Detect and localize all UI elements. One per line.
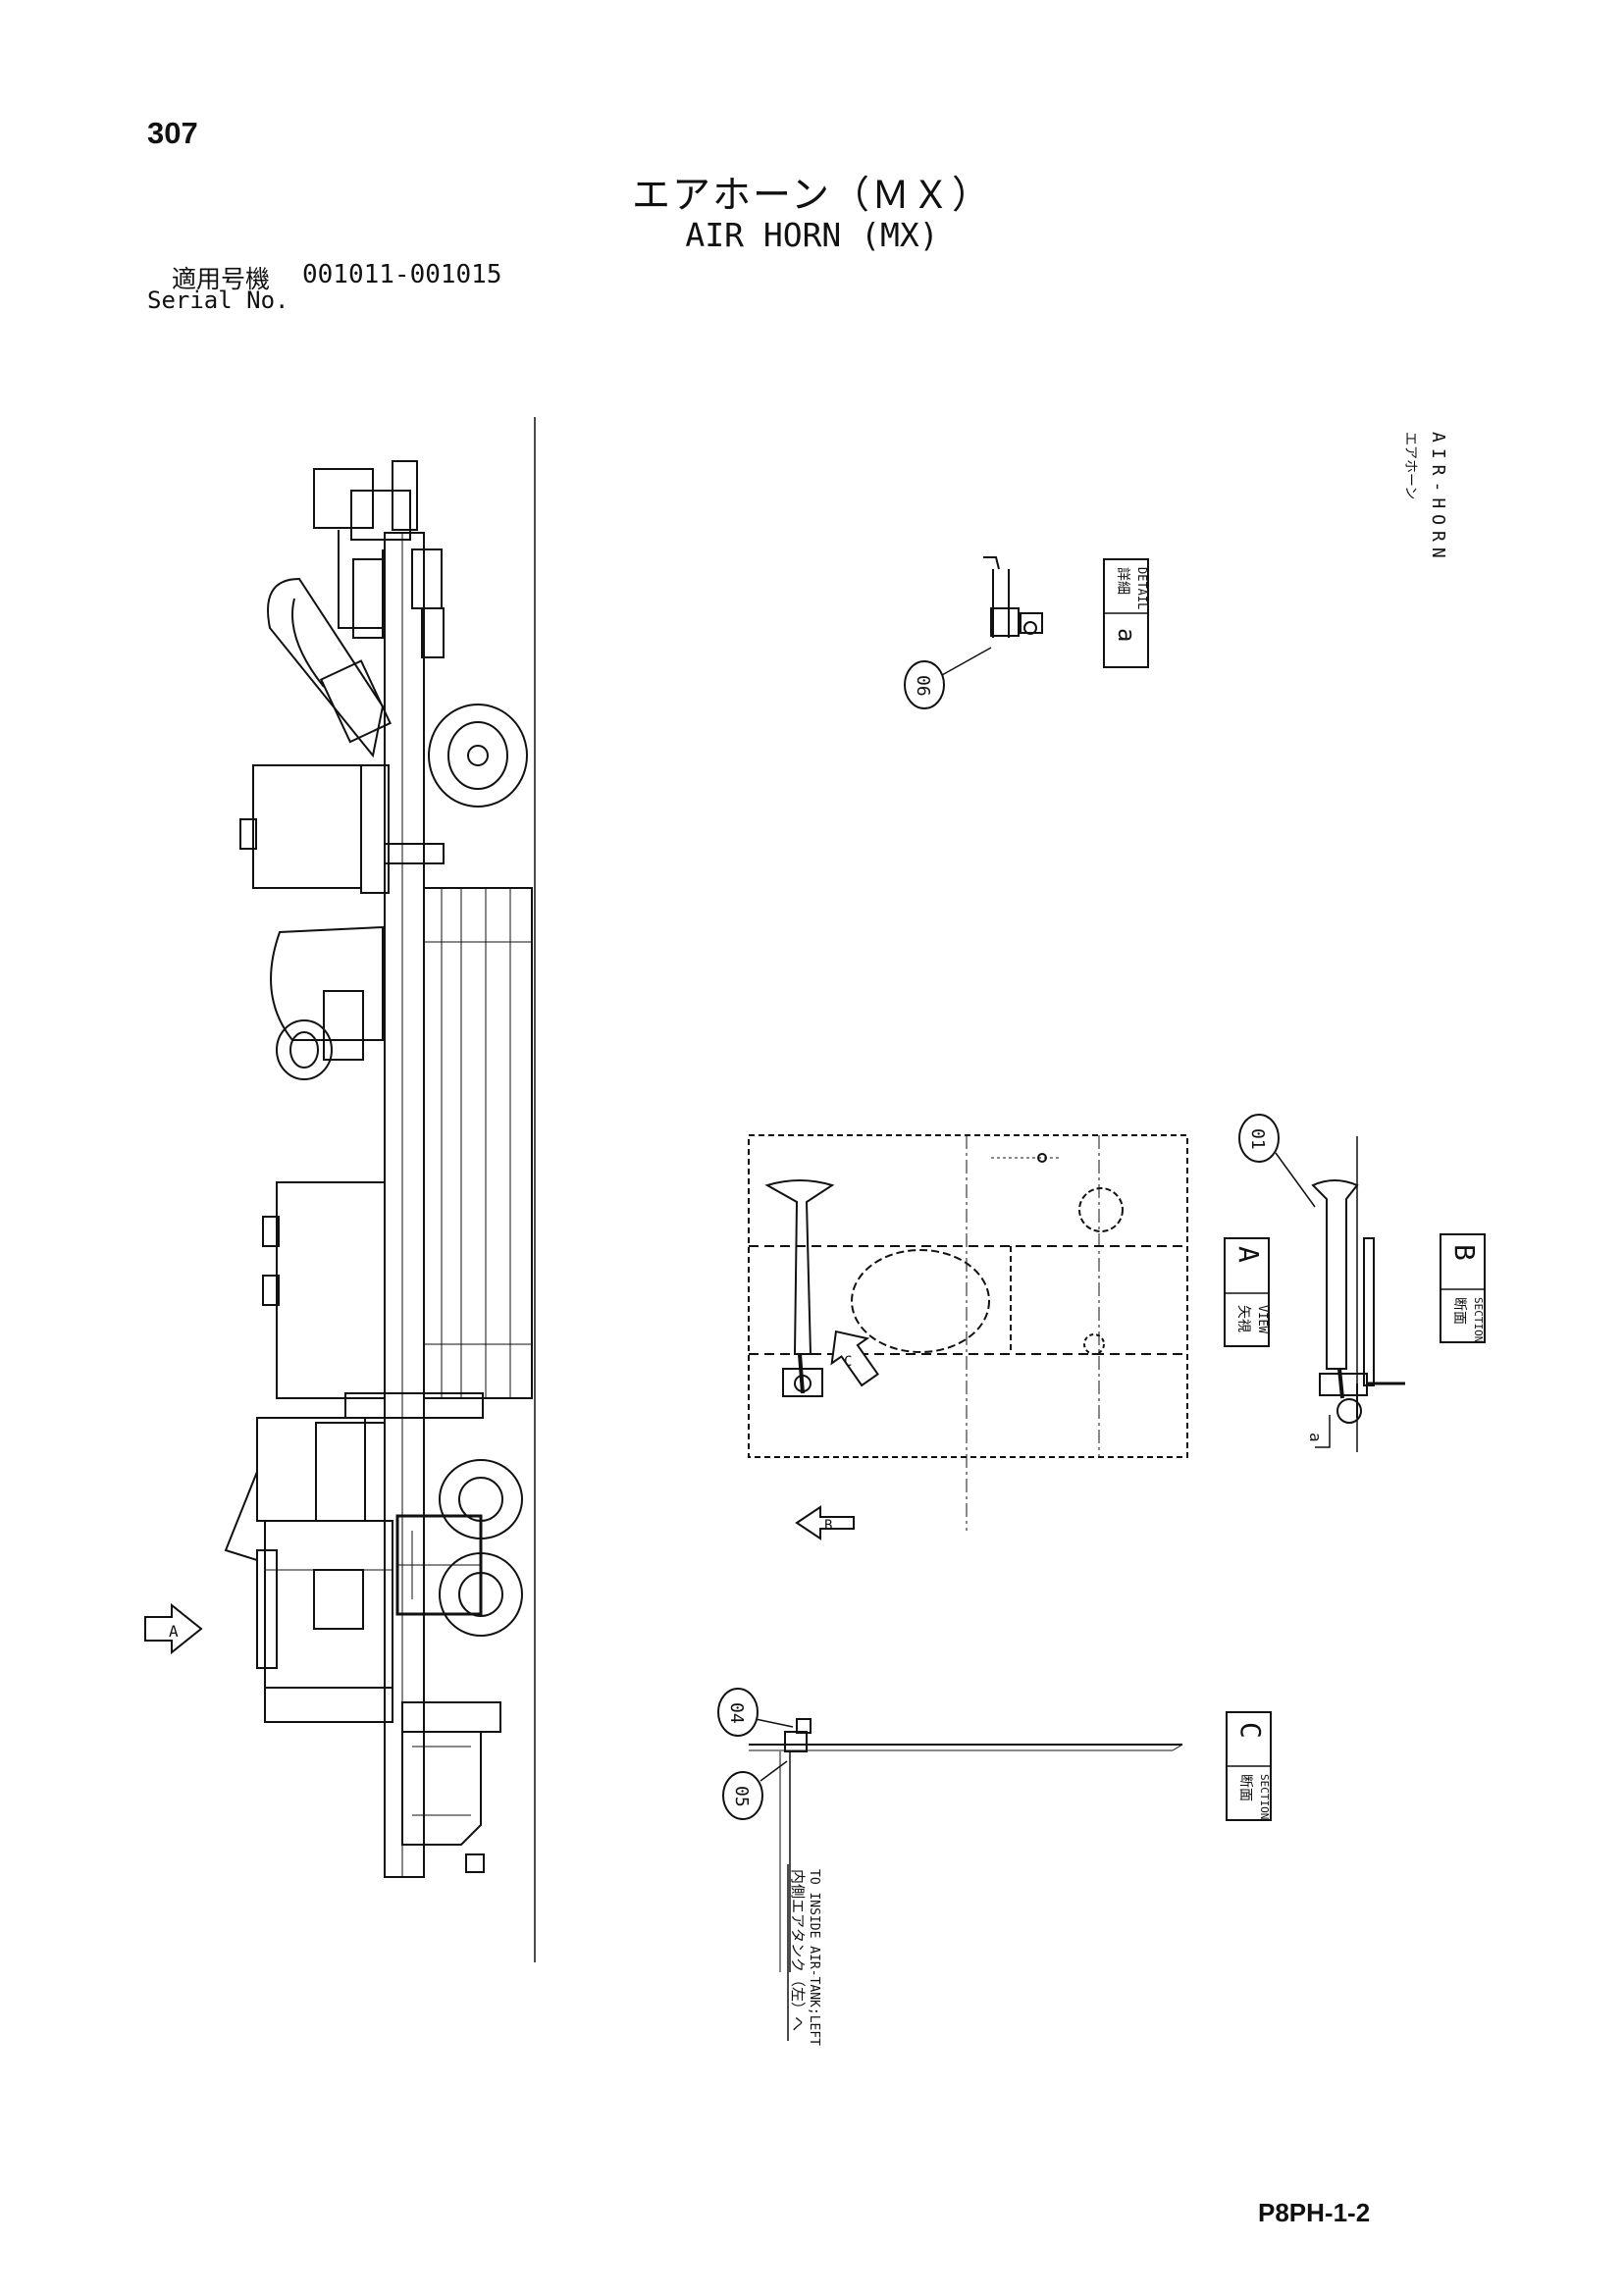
view-arrow-a-label: A <box>169 1622 179 1641</box>
callout-circle-icon <box>717 1688 763 1820</box>
detail-a-drawing <box>941 556 1043 676</box>
arrow-c-label: C <box>844 1354 852 1370</box>
serial-label-english: Serial No. <box>147 287 289 314</box>
section-arrow-b-icon <box>795 1505 855 1540</box>
section-b-label-en: SECTION <box>1472 1297 1485 1342</box>
page-number: 307 <box>147 116 198 150</box>
section-c-drawing <box>749 1718 1183 1972</box>
serial-label-japanese: 適用号機 <box>172 265 271 293</box>
view-a-drawing <box>748 1134 1188 1531</box>
section-c-label-box <box>1226 1711 1272 1821</box>
document-code: P8PH-1-2 <box>1258 2198 1371 2227</box>
section-b-label-ja: 断面 <box>1451 1297 1467 1325</box>
section-b-drawing <box>1275 1136 1405 1452</box>
section-arrow-c-icon <box>830 1330 879 1387</box>
view-a-label-box <box>1224 1237 1270 1347</box>
arrow-b-label: B <box>824 1518 832 1534</box>
detail-a-label-ja: 詳細 <box>1115 567 1130 595</box>
view-a-label-ja: 矢視 <box>1235 1305 1251 1332</box>
section-b-letter: B <box>1448 1244 1481 1261</box>
side-label-japanese: エアホーン <box>1402 432 1418 499</box>
callout-06: 06 <box>913 675 933 697</box>
callout-01: 01 <box>1247 1128 1268 1150</box>
detail-a-label-box <box>1103 558 1149 668</box>
callout-circle-icon <box>1238 1114 1280 1163</box>
callout-05: 05 <box>731 1786 752 1807</box>
section-c-label-ja: 断面 <box>1237 1774 1253 1801</box>
note-japanese: 内側エアタンク（左）へ <box>789 1869 807 2031</box>
page-title-english: AIR HORN (MX) <box>685 216 939 254</box>
serial-numbers: 001011-001015 <box>302 260 502 289</box>
note-english: TO INSIDE AIR-TANK;LEFT <box>807 1869 821 2046</box>
side-label-english: AIR-HORN <box>1428 432 1448 564</box>
view-a-letter: A <box>1232 1246 1265 1263</box>
machine-side-view <box>224 417 536 1962</box>
detail-a-label-en: DETAIL <box>1135 567 1149 609</box>
section-c-letter: C <box>1234 1722 1267 1739</box>
view-a-label-en: VIEW <box>1256 1305 1270 1334</box>
callout-04: 04 <box>726 1702 747 1724</box>
section-b-label-box <box>1440 1233 1486 1343</box>
detail-marker-a: a <box>1306 1433 1325 1442</box>
section-c-label-en: SECTION <box>1258 1774 1271 1819</box>
page-title-japanese: エアホーン（ＭＸ） <box>631 174 993 218</box>
callout-circle-icon <box>904 660 945 709</box>
view-arrow-icon <box>144 1602 203 1655</box>
detail-a-letter: a <box>1113 628 1140 642</box>
